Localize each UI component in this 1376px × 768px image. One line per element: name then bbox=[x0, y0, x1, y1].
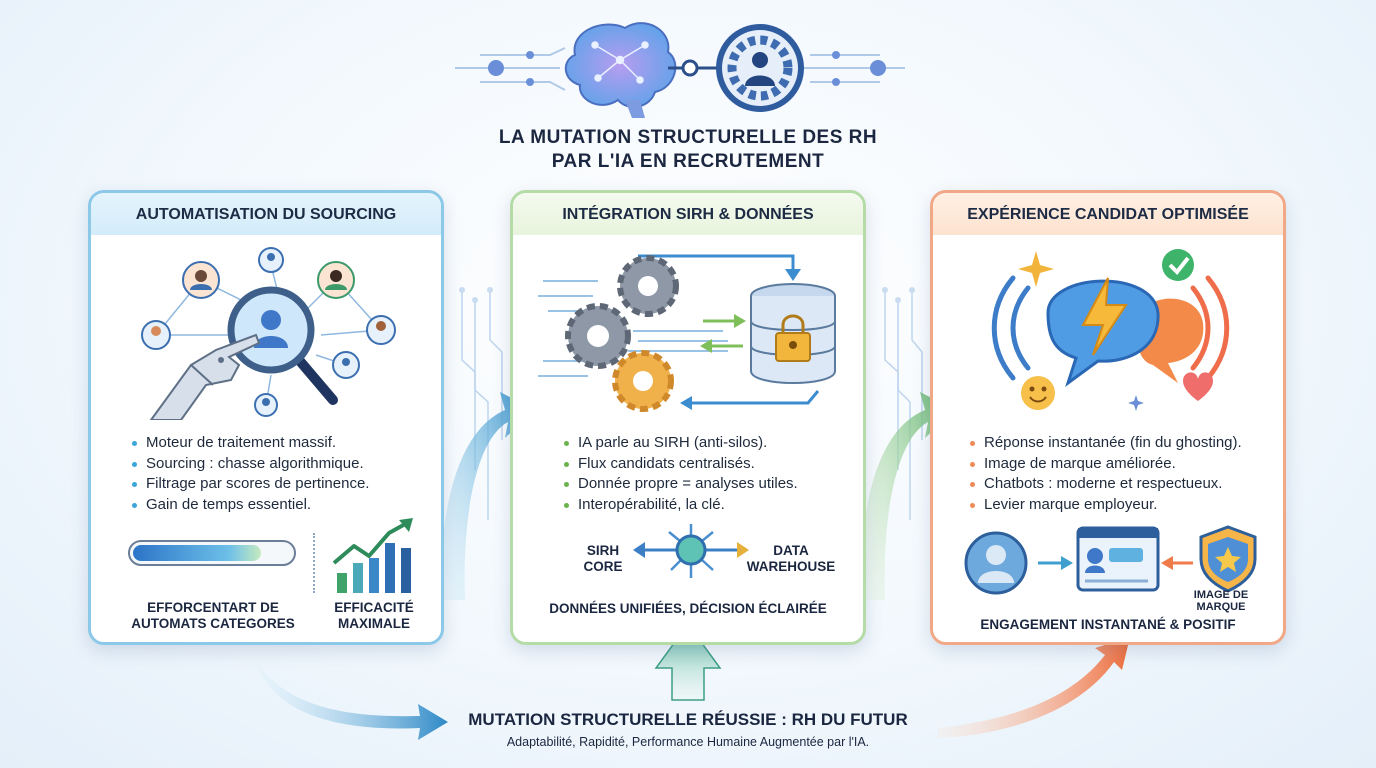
panel-caption: ENGAGEMENT INSTANTANÉ & POSITIF bbox=[980, 617, 1236, 632]
arrow-sirh-to-candidate bbox=[860, 392, 955, 600]
bullet-list: Moteur de traitement massif. Sourcing : … bbox=[128, 433, 369, 515]
search-icon bbox=[227, 286, 338, 405]
profile-card-icon bbox=[1076, 526, 1160, 592]
sourcing-illustration bbox=[141, 247, 396, 420]
engagement-flow bbox=[964, 525, 1257, 595]
smiley-icon bbox=[1021, 376, 1055, 410]
bullet-item: Gain de temps essentiel. bbox=[128, 495, 369, 516]
sparkle-icon bbox=[1018, 251, 1054, 287]
brand-image-label: IMAGE DE MARQUE bbox=[1193, 589, 1249, 613]
database-lock-icon bbox=[750, 283, 836, 384]
bullet-list: Réponse instantanée (fin du ghosting). I… bbox=[966, 433, 1242, 515]
bullet-item: Levier marque employeur. bbox=[966, 495, 1242, 516]
user-node-icon bbox=[332, 351, 360, 379]
arrow-up bbox=[654, 622, 722, 701]
footer-title: MUTATION STRUCTURELLE RÉUSSIE : RH DU FU… bbox=[468, 710, 908, 729]
footer-subtitle: Adaptabilité, Rapidité, Performance Huma… bbox=[506, 735, 870, 749]
chart-caption: EFFICACITÉ MAXIMALE bbox=[334, 600, 414, 631]
bullet-item: Chatbots : moderne et respectueux. bbox=[966, 474, 1242, 495]
user-node-icon bbox=[254, 393, 278, 417]
growth-chart-icon bbox=[332, 518, 413, 593]
gear-user-icon bbox=[716, 24, 804, 112]
arrow-sourcing-to-sirh bbox=[440, 392, 535, 600]
shield-star-icon bbox=[1199, 525, 1257, 593]
bullet-item: Flux candidats centralisés. bbox=[560, 454, 798, 475]
candidate-illustration bbox=[991, 249, 1230, 411]
data-warehouse-label: DATA WAREHOUSE bbox=[746, 543, 836, 574]
bullet-item: IA parle au SIRH (anti-silos). bbox=[560, 433, 798, 454]
progress-caption: EFFORCENTART DE AUTOMATS CATEGORES bbox=[131, 600, 295, 631]
bullet-item: Sourcing : chasse algorithmique. bbox=[128, 454, 369, 475]
heart-icon bbox=[1183, 372, 1213, 401]
bullet-item: Interopérabilité, la clé. bbox=[560, 495, 798, 516]
brain-icon bbox=[564, 22, 677, 118]
user-node-icon bbox=[141, 320, 171, 350]
divider bbox=[313, 533, 315, 593]
arrow-bottom-left bbox=[255, 660, 448, 740]
sirh-illustration bbox=[538, 254, 836, 412]
progress-fill bbox=[133, 545, 262, 561]
panel-header: EXPÉRIENCE CANDIDAT OPTIMISÉE bbox=[933, 193, 1283, 235]
panel-sourcing: AUTOMATISATION DU SOURCING Moteur de tra… bbox=[88, 190, 444, 645]
panel-sirh: INTÉGRATION SIRH & DONNÉES IA parle au S… bbox=[510, 190, 866, 645]
user-node-icon bbox=[366, 315, 396, 345]
arrow-bottom-right bbox=[938, 637, 1130, 738]
data-hub-icon bbox=[633, 524, 749, 578]
progress-bar bbox=[128, 540, 296, 566]
bullet-item: Donnée propre = analyses utiles. bbox=[560, 474, 798, 495]
main-title-line2: PAR L'IA EN RECRUTEMENT bbox=[551, 151, 825, 172]
circuit-node-icon bbox=[870, 60, 886, 76]
bullet-item: Image de marque améliorée. bbox=[966, 454, 1242, 475]
chat-bolt-icon bbox=[1046, 277, 1204, 387]
circuit-node-icon bbox=[488, 60, 504, 76]
check-icon bbox=[1162, 249, 1194, 281]
bullet-item: Filtrage par scores de pertinence. bbox=[128, 474, 369, 495]
user-node-icon bbox=[258, 247, 284, 273]
bullet-item: Réponse instantanée (fin du ghosting). bbox=[966, 433, 1242, 454]
bullet-item: Moteur de traitement massif. bbox=[128, 433, 369, 454]
panel-candidate: EXPÉRIENCE CANDIDAT OPTIMISÉE Réponse in… bbox=[930, 190, 1286, 645]
user-node-icon bbox=[182, 261, 220, 299]
panel-header: AUTOMATISATION DU SOURCING bbox=[91, 193, 441, 235]
main-title-line1: LA MUTATION STRUCTURELLE DES RH bbox=[498, 127, 878, 148]
gears-icon bbox=[565, 255, 679, 412]
robot-hand-icon bbox=[149, 333, 261, 420]
user-icon bbox=[964, 531, 1028, 595]
bullet-list: IA parle au SIRH (anti-silos). Flux cand… bbox=[560, 433, 798, 515]
sirh-core-label: SIRH CORE bbox=[583, 543, 623, 574]
user-node-icon bbox=[317, 261, 355, 299]
panel-caption: DONNÉES UNIFIÉES, DÉCISION ÉCLAIRÉE bbox=[549, 601, 827, 616]
panel-header: INTÉGRATION SIRH & DONNÉES bbox=[513, 193, 863, 235]
